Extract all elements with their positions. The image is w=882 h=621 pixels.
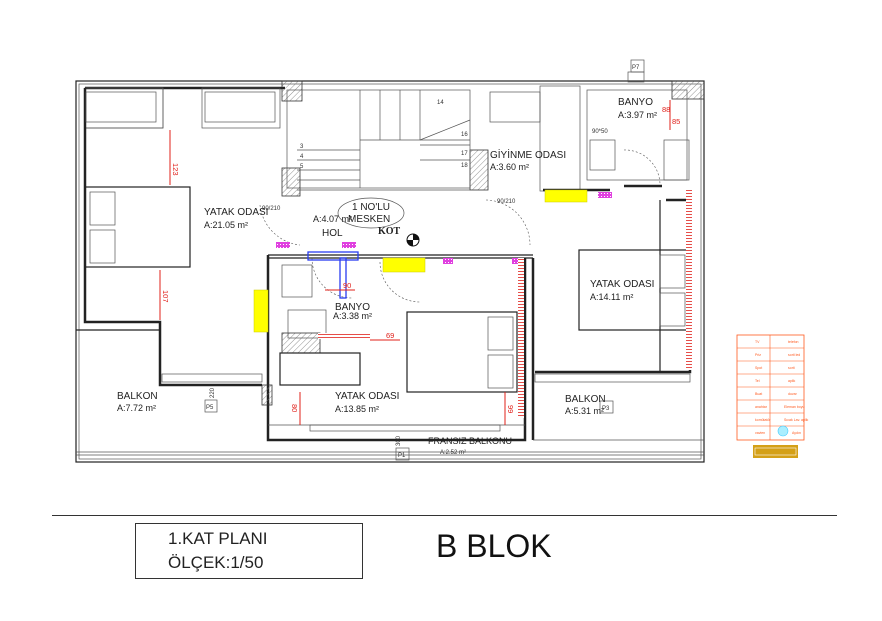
sink-size-label: 90*50 bbox=[592, 129, 608, 135]
svg-text:duvar: duvar bbox=[788, 392, 798, 396]
dimension-lines: 123 107 90 69 80 99 88 85 90/210 90/210 … bbox=[159, 100, 680, 446]
svg-text:Eleman boyu: Eleman boyu bbox=[784, 405, 804, 409]
room-area: A:5.31 m² bbox=[565, 406, 604, 416]
room-area: A:3.60 m² bbox=[490, 162, 529, 172]
legend-radiator-swatch bbox=[753, 445, 798, 458]
svg-text:sorti: sorti bbox=[788, 366, 795, 370]
window-tag-p5 bbox=[204, 399, 218, 413]
svg-text:Priz: Priz bbox=[755, 353, 761, 357]
svg-text:Sıcak Lav. aplik: Sıcak Lav. aplik bbox=[784, 418, 809, 422]
room-name: FRANSIZ BALKONU bbox=[428, 436, 512, 446]
kot-label: KOT bbox=[378, 226, 401, 237]
svg-text:Tel: Tel bbox=[755, 379, 760, 383]
dimension-label: 88 bbox=[662, 105, 670, 114]
room-name: BALKON bbox=[117, 391, 158, 402]
stair-step-label: 4 bbox=[300, 154, 304, 160]
svg-text:Aydın: Aydın bbox=[792, 431, 801, 435]
stair-step-label: 16 bbox=[461, 132, 468, 138]
dimension-label: 107 bbox=[161, 290, 170, 303]
window-tag-p3 bbox=[599, 400, 614, 414]
room-area: A:4.07 m² bbox=[313, 214, 352, 224]
room-area: A:3.97 m² bbox=[618, 110, 657, 120]
room-name: YATAK ODASI bbox=[590, 279, 654, 290]
room-name: YATAK ODASI bbox=[204, 207, 268, 218]
room-name: GİYİNME ODASI bbox=[490, 148, 566, 161]
room-name: YATAK ODASI bbox=[335, 391, 399, 402]
room-name: BALKON bbox=[565, 394, 606, 405]
room-area: A:21.05 m² bbox=[204, 220, 248, 230]
window-size-label: 220 bbox=[210, 387, 216, 398]
stair-step-label: 5 bbox=[300, 164, 304, 170]
room-name: BANYO bbox=[618, 97, 653, 108]
symbol-legend: TV Priz Spot Tel Buat anahtar komütatör … bbox=[736, 334, 809, 458]
room-labels: YATAK ODASI A:21.05 m² A:4.07 m² HOL BAN… bbox=[117, 97, 657, 456]
svg-text:MESKEN: MESKEN bbox=[348, 214, 390, 225]
dimension-label: 85 bbox=[672, 117, 680, 126]
dimension-label: 123 bbox=[171, 163, 180, 176]
svg-text:aplik: aplik bbox=[788, 379, 795, 383]
dimension-label: 69 bbox=[386, 331, 394, 340]
room-area: A:3.38 m² bbox=[333, 311, 372, 321]
svg-text:1 NO'LU: 1 NO'LU bbox=[352, 202, 390, 213]
svg-text:sorti led: sorti led bbox=[788, 353, 800, 357]
shaft bbox=[307, 251, 359, 299]
title-block: 1.KAT PLANI ÖLÇEK:1/50 bbox=[135, 523, 363, 579]
window-tag-p1 bbox=[395, 447, 410, 461]
dimension-label: 99 bbox=[506, 405, 515, 413]
window-tag-p7 bbox=[630, 59, 645, 73]
staircase: 4 3 5 14 16 17 18 bbox=[286, 89, 471, 189]
stair-step-label: 14 bbox=[437, 100, 444, 106]
window-size-label: 300 bbox=[396, 435, 402, 446]
bed bbox=[406, 311, 518, 393]
window-label: P5 bbox=[206, 405, 214, 411]
room-area: A:14.11 m² bbox=[590, 292, 633, 302]
stair-step-label: 18 bbox=[461, 163, 468, 169]
stair-step-label: 17 bbox=[461, 151, 468, 157]
room-name: HOL bbox=[322, 228, 343, 239]
room-name: BANYO bbox=[335, 302, 370, 313]
dimension-label: 80 bbox=[290, 404, 299, 412]
room-area: A:13.85 m² bbox=[335, 404, 379, 414]
svg-text:TV: TV bbox=[755, 340, 760, 344]
svg-text:telefon: telefon bbox=[788, 340, 799, 344]
unit-label: 1 NO'LU MESKEN KOT bbox=[337, 197, 420, 247]
plan-name: 1.KAT PLANI bbox=[168, 529, 268, 548]
window-label: P7 bbox=[632, 65, 640, 71]
furniture bbox=[84, 139, 690, 393]
plan-scale: ÖLÇEK:1/50 bbox=[168, 553, 264, 572]
radiators bbox=[253, 189, 692, 418]
door-swings bbox=[259, 149, 661, 303]
svg-text:Buat: Buat bbox=[755, 392, 762, 396]
bed bbox=[84, 186, 191, 268]
svg-text:komütatör: komütatör bbox=[755, 418, 771, 422]
window-label: P1 bbox=[398, 453, 406, 459]
door-size-label: 90/210 bbox=[497, 199, 516, 205]
room-area: A:7.72 m² bbox=[117, 403, 156, 413]
door-size-label: 90/210 bbox=[262, 206, 281, 212]
svg-text:anahtar: anahtar bbox=[755, 405, 768, 409]
window-label: P3 bbox=[602, 406, 610, 412]
stair-step-label: 3 bbox=[300, 144, 304, 150]
title-separator bbox=[52, 515, 837, 516]
room-area: A:2.52 m² bbox=[440, 450, 466, 456]
bed bbox=[578, 249, 690, 331]
windows: P5 P3 P1 P7 bbox=[85, 59, 691, 461]
svg-text:Spot: Spot bbox=[755, 366, 762, 370]
svg-text:vavien: vavien bbox=[755, 431, 765, 435]
dimension-label: 90 bbox=[343, 281, 351, 290]
block-title: B BLOK bbox=[436, 528, 552, 564]
